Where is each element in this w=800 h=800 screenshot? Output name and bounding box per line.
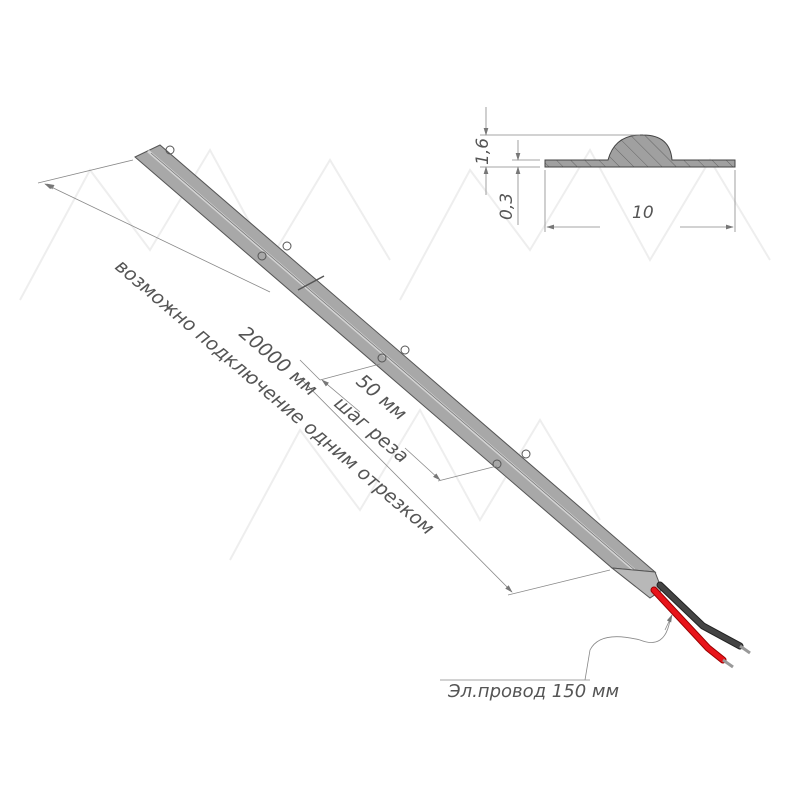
dim-height-total: 1,6 — [473, 138, 493, 165]
dim-width: 10 — [632, 203, 654, 223]
dimension-lines — [37, 159, 673, 681]
wire-length-label: Эл.провод 150 мм — [447, 681, 619, 702]
wires — [650, 581, 751, 669]
led-strip — [134, 144, 663, 599]
cut-mark — [297, 275, 325, 291]
dim-height-base: 0,3 — [497, 193, 517, 220]
strip-cross-section: 1,6 0,3 10 — [473, 107, 736, 232]
